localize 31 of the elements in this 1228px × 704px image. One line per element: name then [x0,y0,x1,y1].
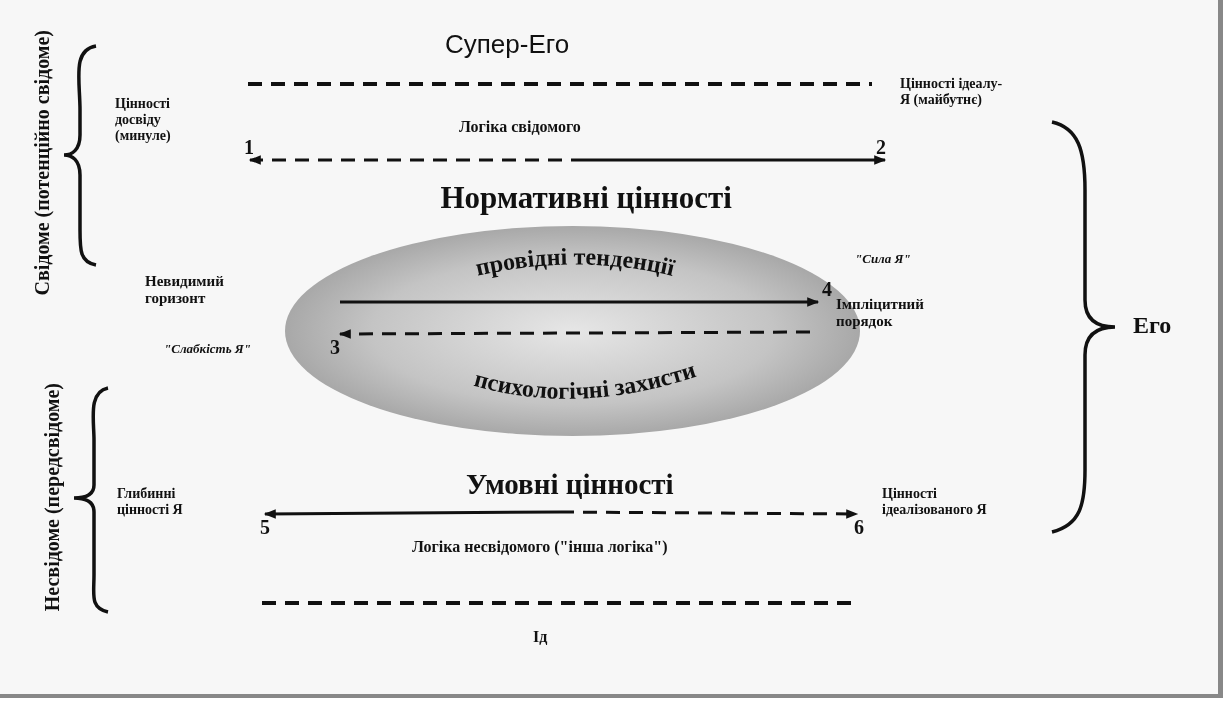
arrow [585,155,887,165]
side-label: Свідоме (потенційно свідоме) [30,29,54,295]
value-label: Цінності ідеалу-Я (майбутнє) [900,76,1004,109]
point-number: 5 [256,514,274,540]
logic-label: Логіка свідомого [459,118,581,137]
side-label: Несвідоме (передсвідоме) [40,383,64,612]
point-number: 2 [872,134,890,160]
value-label: Цінності ідеалізованого Я [882,486,988,519]
order-label: Імпліцитний порядок [836,296,925,331]
section-heading: Нормативні цінності [440,180,732,216]
arrow [560,509,859,519]
arrow [338,329,810,339]
point-number: 3 [326,334,344,360]
quote-label: "Слабкість Я" [164,342,251,357]
curved-label: провідні тенденції [472,243,678,281]
arrow [340,297,820,307]
section-heading: Умовні цінності [466,468,674,502]
horizon-label: Невидимий горизонт [145,273,225,308]
arrow [263,509,560,519]
ego-label: Его [1133,312,1172,340]
logic-label: Логіка несвідомого ("інша логіка") [412,538,668,557]
point-number: 1 [240,134,258,160]
arrow [248,155,585,165]
point-number: 4 [818,276,836,302]
quote-label: "Сила Я" [855,252,911,267]
id-label: Ід [533,628,548,647]
value-label: Цінності досвіду (минуле) [115,96,172,145]
curved-label: психологічні захисти [471,356,699,404]
value-label: Глибинні цінності Я [117,486,184,519]
heading: Супер-Его [445,30,570,60]
point-number: 6 [850,514,868,540]
